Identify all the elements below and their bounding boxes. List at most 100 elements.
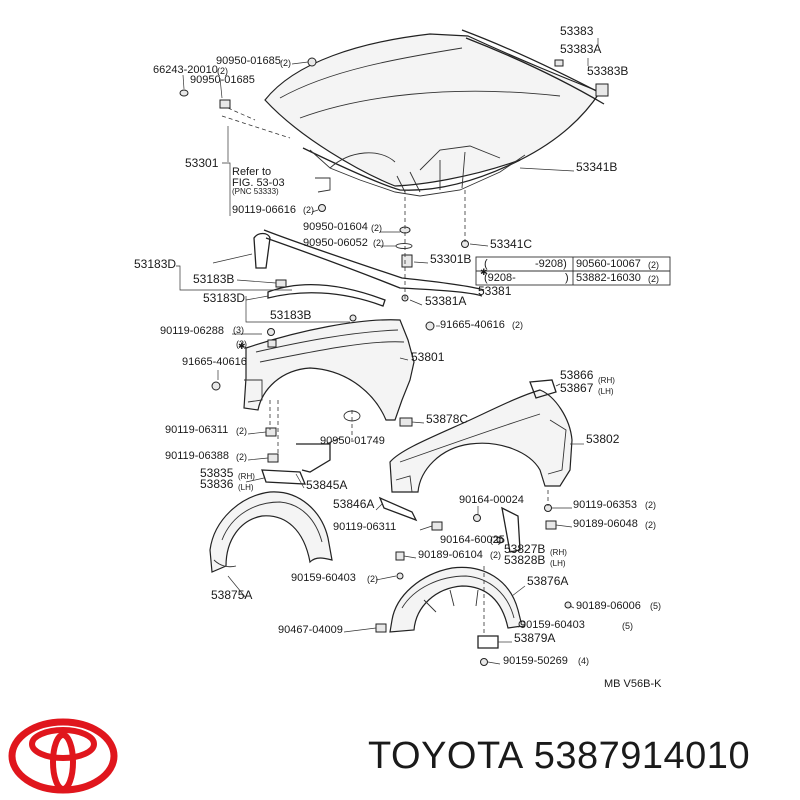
part-label: 90164-00024 <box>459 494 524 506</box>
part-label: 90950-01685 <box>216 55 281 67</box>
part-label: 90164-60025 <box>440 534 505 546</box>
part-label: 91665-40616 <box>182 356 247 368</box>
part-label: (LH) <box>598 387 614 396</box>
part-label: (2) <box>367 574 378 584</box>
part-label: (2) <box>648 274 659 284</box>
hood-panel <box>264 33 601 197</box>
svg-text:✱: ✱ <box>480 267 488 277</box>
parts-diagram: ✱ ✱ <box>134 24 671 690</box>
toyota-logo-icon <box>8 718 118 794</box>
part-label: 90119-06311 <box>165 424 228 436</box>
part-label: (2) <box>648 260 659 270</box>
part-label: (RH) <box>550 548 567 557</box>
part-label: ( <box>484 258 488 270</box>
part-label: (5) <box>650 601 661 611</box>
part-label: 53802 <box>586 432 620 446</box>
part-label: (2) <box>303 205 314 215</box>
option-table: ✱ <box>475 256 671 286</box>
part-label: (2) <box>280 58 291 68</box>
part-label: (2) <box>490 550 501 560</box>
part-label: (LH) <box>550 559 566 568</box>
part-label: (2) <box>490 535 501 545</box>
part-label: 90119-06616 <box>232 204 296 216</box>
part-label: 53301B <box>430 252 471 266</box>
fender-53802 <box>375 379 584 553</box>
part-number: 5387914010 <box>533 735 751 777</box>
part-label: 53827B <box>504 542 545 556</box>
part-label: 90950-01749 <box>320 435 385 447</box>
hood-hardware <box>179 57 469 302</box>
part-label: 90950-01685 <box>190 74 255 86</box>
part-label: (2) <box>645 520 656 530</box>
part-label: (2) <box>512 320 523 330</box>
part-label: 53183B <box>193 272 234 286</box>
hood-weatherstrip <box>461 29 609 105</box>
part-label: 90119-06288 <box>160 325 224 337</box>
svg-text:✱: ✱ <box>238 341 246 351</box>
part-label: (RH) <box>238 472 255 481</box>
part-label: 90159-50269 <box>503 655 568 667</box>
fender-53801: ✱ <box>211 319 440 489</box>
liner-53876A <box>343 551 575 666</box>
part-label: 90950-01604 <box>303 221 368 233</box>
liner-53875A <box>209 491 333 599</box>
part-label: 53867 <box>560 381 594 395</box>
part-label: 90950-06052 <box>303 237 368 249</box>
part-label: (2) <box>371 223 382 233</box>
part-label: (2) <box>373 238 384 248</box>
part-label: 53845A <box>306 478 347 492</box>
part-label: 53381A <box>425 294 466 308</box>
part-label: 53846A <box>333 497 374 511</box>
part-label: (3) <box>233 325 244 335</box>
part-label: 90560-10067 <box>576 258 641 270</box>
part-label: 53801 <box>411 350 445 364</box>
part-label: 53383B <box>587 64 628 78</box>
part-label: 53879A <box>514 631 555 645</box>
part-label: -9208) <box>535 258 567 270</box>
part-label: 53383 <box>560 24 594 38</box>
part-label: (RH) <box>598 376 615 385</box>
part-label: 53341C <box>490 237 532 251</box>
part-label: 53875A <box>211 588 252 602</box>
part-label: 53835 <box>200 466 234 480</box>
part-label: (5) <box>622 621 633 631</box>
part-label: 53381 <box>478 284 512 298</box>
part-label: (2) <box>217 66 228 76</box>
part-label: 53183B <box>270 308 311 322</box>
part-label: (2) <box>236 452 247 462</box>
part-label: 53866 <box>560 368 594 382</box>
part-label: ) <box>565 272 569 284</box>
part-label: FIG. 53-03 <box>232 177 285 189</box>
part-label: 90189-06006 <box>576 600 641 612</box>
part-label: (4) <box>578 656 589 666</box>
part-label: Refer to <box>232 166 271 178</box>
part-label: 53183D <box>134 257 176 271</box>
part-label: (9208- <box>484 272 516 284</box>
part-label: 90119-06388 <box>165 450 229 462</box>
part-label: (LH) <box>238 483 254 492</box>
part-label: 90119-06353 <box>573 499 637 511</box>
part-label: 53301 <box>185 156 219 170</box>
part-label: MB V56B-K <box>604 678 662 690</box>
part-label: (2) <box>236 339 247 349</box>
part-label: 53828B <box>504 553 545 567</box>
part-label: 90467-04009 <box>278 624 343 636</box>
part-label: 53341B <box>576 160 617 174</box>
hood-leaders <box>182 38 599 306</box>
part-labels: 5338353383A53383B90950-01685(2)66243-200… <box>134 24 662 690</box>
part-label: 66243-20010 <box>153 64 218 76</box>
part-label: 53836 <box>200 477 234 491</box>
part-label: 91665-40616 <box>440 319 505 331</box>
part-label: (2) <box>645 500 656 510</box>
brand-name: TOYOTA <box>368 735 524 777</box>
part-label: 90159-60403 <box>291 572 356 584</box>
part-label: (PNC 53333) <box>232 187 279 196</box>
part-label: 90189-06048 <box>573 518 638 530</box>
part-label: 53876A <box>527 574 568 588</box>
part-label: 53882-16030 <box>576 272 641 284</box>
cowl-seals <box>176 229 485 323</box>
part-label: 53383A <box>560 42 601 56</box>
part-label: 90159-60403 <box>520 619 585 631</box>
part-label: 90119-06311 <box>333 521 396 533</box>
